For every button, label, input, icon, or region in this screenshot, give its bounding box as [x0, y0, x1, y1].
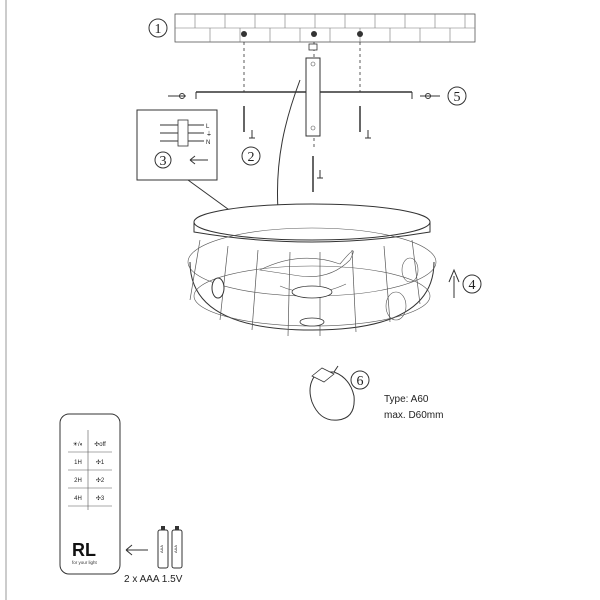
arrow-up-icon [448, 268, 460, 298]
step-2-callout: 2 [241, 146, 261, 166]
arrow-left-icon [125, 544, 148, 556]
drill-guides [243, 42, 361, 150]
side-screws [168, 93, 440, 99]
remote-button-timer-1h[interactable]: 1H [74, 460, 82, 466]
battery-caption: 2 x AAA 1.5V [124, 574, 183, 585]
battery-1-label: AAA [159, 545, 164, 553]
remote-tagline: for your light [72, 560, 98, 565]
step-5-callout: 5 [447, 86, 467, 106]
supply-cable [277, 79, 301, 211]
bulb-type-label: Type: A60 [384, 394, 429, 405]
mounting-rail [195, 43, 413, 137]
wire-neutral-label: N [206, 140, 210, 146]
batteries: AAA AAA [157, 526, 183, 569]
arrow-left-icon [189, 155, 208, 165]
remote-button-fan-speed-3[interactable]: ✣3 [96, 495, 105, 502]
remote-brand-logo: RL [72, 540, 96, 560]
wiring-detail: L ⏚ N 3 [136, 109, 218, 181]
battery-2-label: AAA [173, 545, 178, 553]
step-3-number: 3 [160, 154, 167, 169]
fan-light-fixture [187, 203, 437, 337]
step-6-number: 6 [357, 374, 364, 389]
detail-leader [187, 179, 233, 213]
step-4-callout: 4 [448, 268, 482, 298]
wire-live-label: L [206, 124, 210, 130]
ceiling [174, 13, 476, 43]
remote-button-fan-speed-1[interactable]: ✣1 [96, 459, 105, 466]
step-6-callout: 6 [350, 370, 370, 390]
remote-button-fan-off[interactable]: ✣off [94, 441, 106, 448]
light-bulb [309, 365, 355, 421]
bulb-max-label: max. D60mm [384, 410, 443, 421]
step-4-number: 4 [469, 278, 476, 293]
wire-earth-label: ⏚ [206, 131, 212, 138]
step-1-callout: 1 [148, 18, 168, 38]
remote-button-fan-speed-2[interactable]: ✣2 [96, 477, 105, 484]
remote-control: ☀/◐ ✣off 1H ✣1 2H ✣2 4H ✣3 RL for your l… [59, 413, 121, 575]
remote-button-light[interactable]: ☀/◐ [73, 441, 84, 448]
remote-button-timer-2h[interactable]: 2H [74, 478, 82, 484]
step-5-number: 5 [454, 90, 461, 105]
step-2-number: 2 [248, 150, 255, 165]
screws-and-plugs [243, 106, 371, 192]
remote-button-timer-4h[interactable]: 4H [74, 496, 82, 502]
step-1-number: 1 [155, 22, 162, 37]
